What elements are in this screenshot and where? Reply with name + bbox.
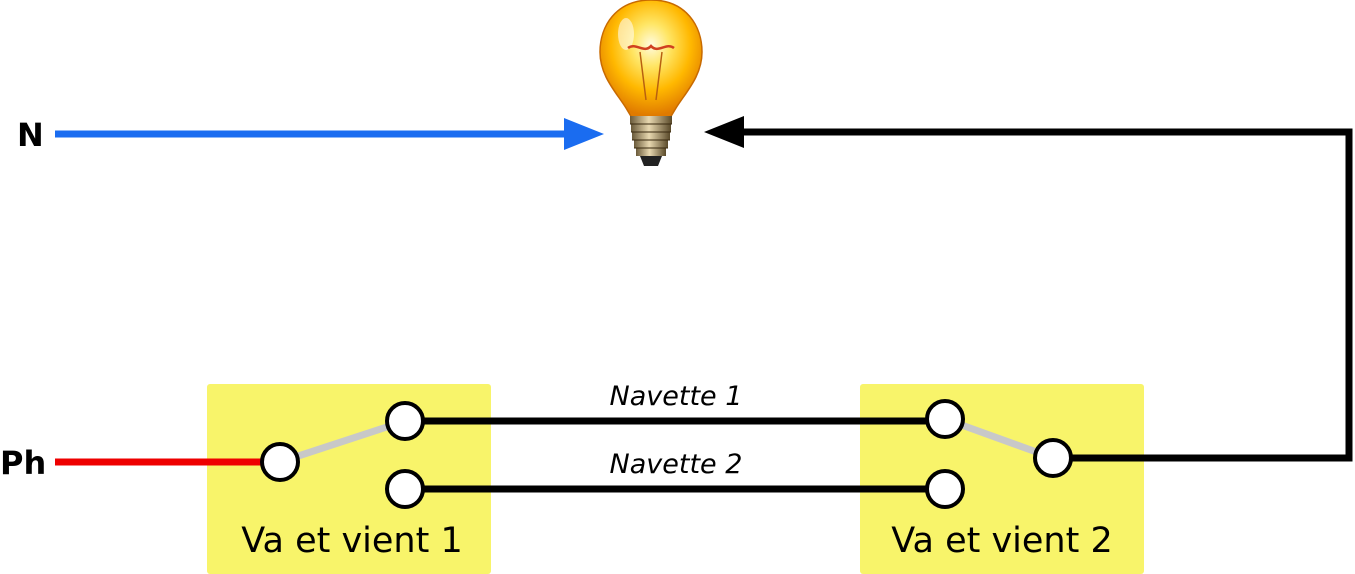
switch-1-lever <box>278 417 407 466</box>
switch-1-common-terminal <box>260 442 300 482</box>
navette-2-label: Navette 2 <box>610 449 743 480</box>
light-bulb-icon <box>599 0 703 166</box>
switch-1-label: Va et vient 1 <box>241 521 462 561</box>
switch-2-terminal-1 <box>925 399 965 439</box>
navette-1-label: Navette 1 <box>610 381 743 412</box>
return-wire <box>704 116 1353 462</box>
phase-label: Ph <box>0 444 46 482</box>
switch-2-common-terminal <box>1033 438 1073 478</box>
switch-2-label: Va et vient 2 <box>891 521 1112 561</box>
switch-2-terminal-2 <box>925 469 965 509</box>
switch-1-terminal-2 <box>385 469 425 509</box>
neutral-wire <box>55 118 604 150</box>
neutral-label: N <box>17 116 44 154</box>
switch-1-terminal-1 <box>385 401 425 441</box>
